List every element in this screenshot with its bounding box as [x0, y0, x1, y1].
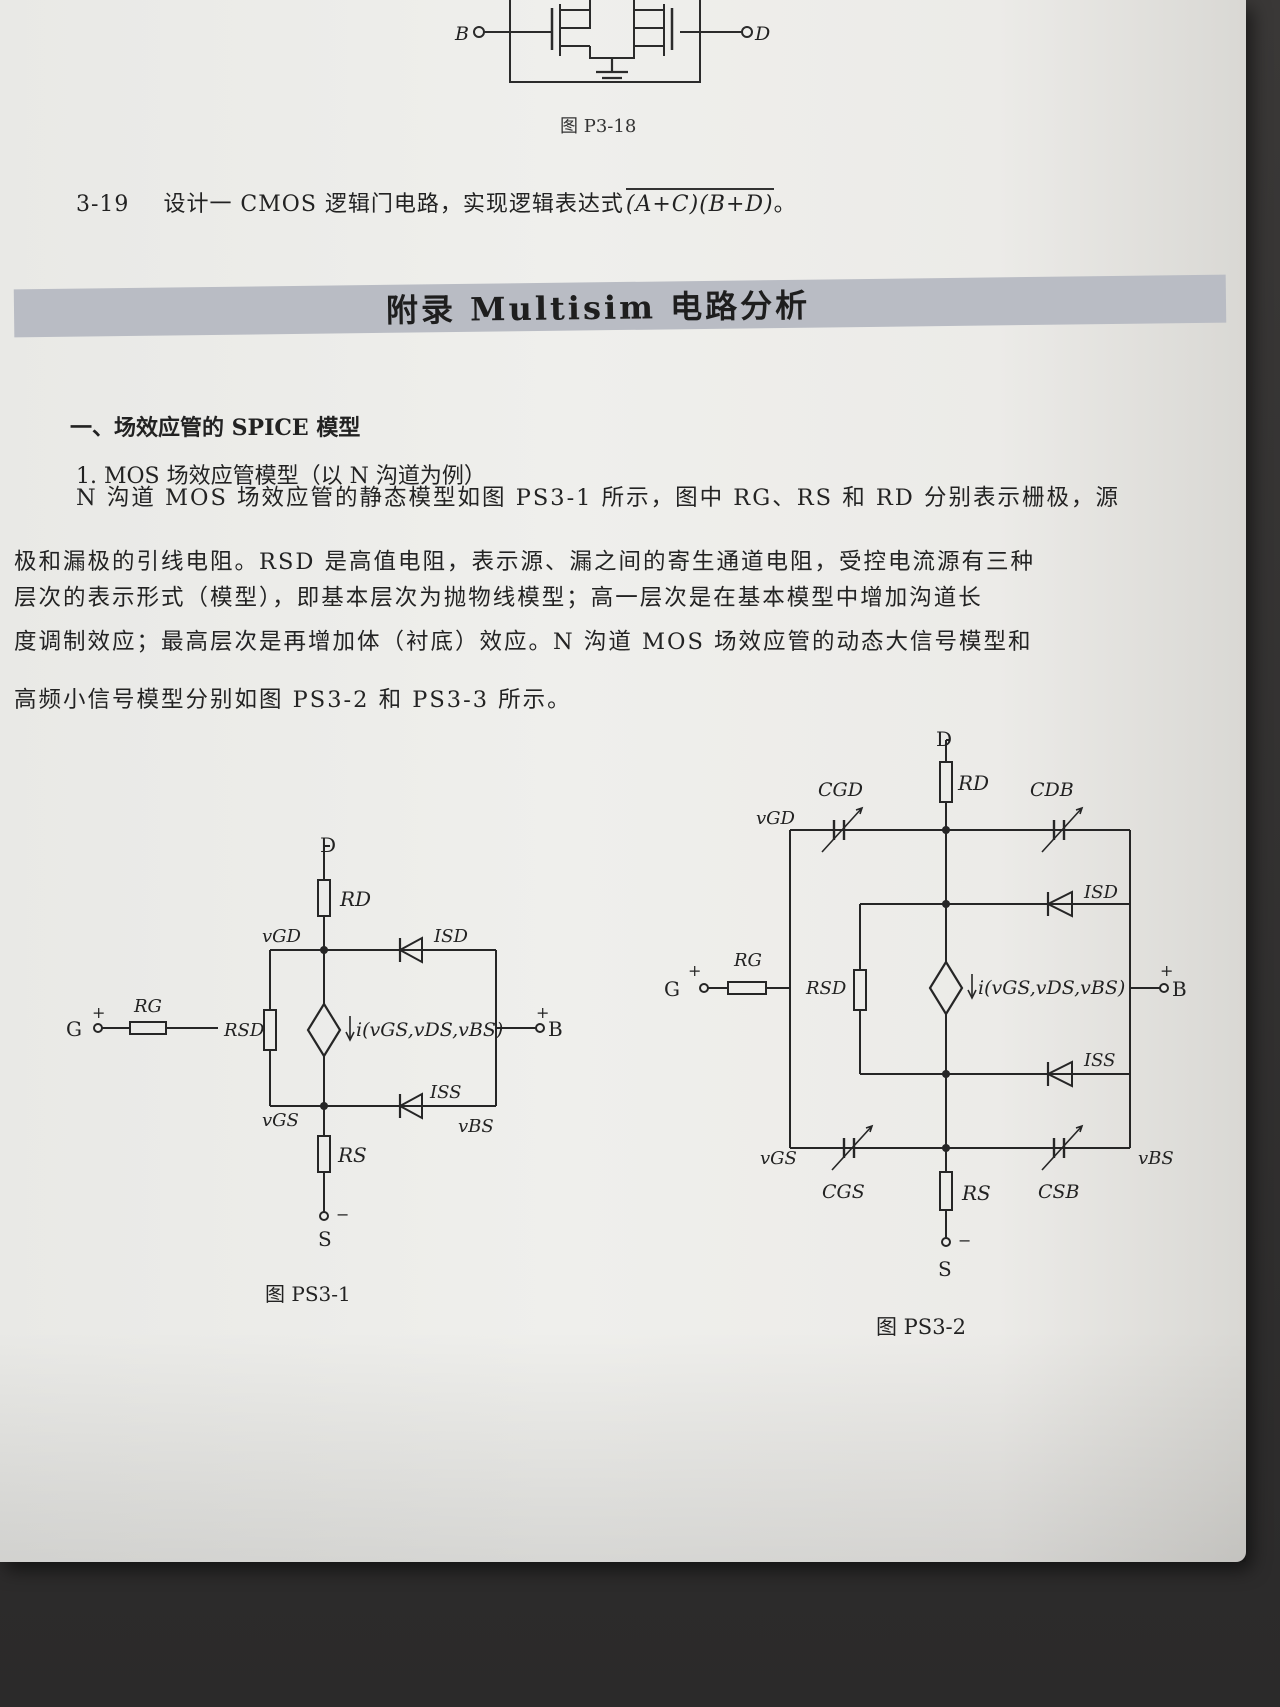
- ps3-2-g-plus: +: [688, 961, 701, 980]
- diode-iss: [1045, 1060, 1073, 1088]
- ps3-2-source-label: i(vGS,vDS,vBS): [978, 977, 1125, 999]
- problem-number: 3-19: [76, 192, 130, 217]
- paragraph-line: N 沟道 MOS 场效应管的静态模型如图 PS3-1 所示，图中 RG、RS 和…: [76, 485, 1120, 511]
- ps3-2-terminal-b: B: [1172, 977, 1187, 1001]
- node-dot: [942, 1144, 950, 1152]
- problem-text: 设计一 CMOS 逻辑门电路，实现逻辑表达式: [163, 192, 624, 217]
- capacitor-cgd: [832, 820, 846, 840]
- ps3-1-label-vbs: vBS: [458, 1116, 494, 1137]
- ps3-1-label-vgs: vGS: [262, 1110, 299, 1131]
- ps3-2-label-vgd: vGD: [756, 808, 796, 829]
- book-page: [0, 0, 1246, 1562]
- paragraph-line: 度调制效应；最高层次是再增加体（衬底）效应。N 沟道 MOS 场效应管的动态大信…: [14, 629, 1033, 655]
- paragraph-line: 极和漏极的引线电阻。RSD 是高值电阻，表示源、漏之间的寄生通道电阻，受控电流源…: [14, 549, 1036, 575]
- ps3-2-s-minus: −: [958, 1231, 971, 1250]
- ps3-1-label-rg: RG: [133, 996, 162, 1017]
- ps3-1-terminal-g: G: [66, 1017, 82, 1041]
- ps3-1-label-vgd: vGD: [262, 926, 302, 947]
- diode-isd: [1045, 890, 1073, 918]
- capacitor-cgs: [842, 1138, 856, 1158]
- ps3-2-terminal-s: S: [938, 1257, 952, 1281]
- resistor-rd: [939, 761, 953, 803]
- ps3-2-label-iss: ISS: [1083, 1050, 1115, 1071]
- capacitor-csb: [1052, 1138, 1066, 1158]
- ps3-2-label-vgs: vGS: [760, 1148, 797, 1169]
- controlled-source: [928, 959, 964, 1017]
- ps3-1-terminal-d: D: [320, 833, 336, 857]
- subsection-heading: 1. MOS 场效应管模型（以 N 沟道为例）: [76, 464, 486, 489]
- ps3-2-label-rg: RG: [733, 950, 762, 971]
- resistor-rs: [939, 1171, 953, 1211]
- node-dot: [942, 900, 950, 908]
- capacitor-cdb: [1052, 820, 1066, 840]
- node-dot: [942, 1070, 950, 1078]
- ps3-2-label-vbs: vBS: [1138, 1148, 1174, 1169]
- node-dot: [942, 826, 950, 834]
- ps3-1-b-plus: +: [536, 1003, 549, 1022]
- paragraph-line: 高频小信号模型分别如图 PS3-2 和 PS3-3 所示。: [14, 687, 572, 713]
- ps3-2-terminal-d: D: [936, 727, 952, 751]
- ps3-1-source-label: i(vGS,vDS,vBS): [356, 1019, 503, 1041]
- ps3-2-label-rsd: RSD: [805, 978, 847, 999]
- ps3-1-terminal-s: S: [318, 1227, 332, 1251]
- ps3-1-label-rsd: RSD: [223, 1020, 265, 1041]
- ps3-1-label-rd: RD: [339, 887, 371, 911]
- fig-p3-18-terminal-b: B: [454, 23, 469, 45]
- ps3-1-label-isd: ISD: [433, 926, 468, 947]
- ps3-1-s-minus: −: [336, 1205, 349, 1224]
- paragraph-line: 层次的表示形式（模型），即基本层次为抛物线模型；高一层次是在基本模型中增加沟道长: [14, 585, 983, 611]
- resistor-rg: [727, 981, 767, 995]
- resistor-rsd: [853, 969, 867, 1011]
- ps3-2-b-plus: +: [1160, 961, 1173, 980]
- fig-ps3-1-caption: 图 PS3-1: [265, 1282, 351, 1306]
- ps3-2-label-csb: CSB: [1038, 1181, 1080, 1203]
- ps3-1-label-rs: RS: [337, 1143, 367, 1167]
- node-dot: [320, 1102, 328, 1110]
- ps3-2-label-cgd: CGD: [818, 779, 863, 801]
- ps3-2-label-rs: RS: [961, 1181, 991, 1205]
- problem-end: 。: [773, 192, 797, 217]
- ps3-2-label-isd: ISD: [1083, 882, 1118, 903]
- fig-p3-18-terminal-d: D: [754, 23, 770, 45]
- ps3-2-terminal-g: G: [664, 977, 680, 1001]
- fig-p3-18-caption: 图 P3-18: [560, 116, 637, 137]
- fig-ps3-2-caption: 图 PS3-2: [876, 1315, 967, 1339]
- diode-isd: [397, 936, 423, 964]
- ps3-2-label-cgs: CGS: [822, 1181, 865, 1203]
- section-heading: 一、场效应管的 SPICE 模型: [70, 415, 361, 441]
- logic-expression: (A+C)(B+D): [625, 188, 774, 217]
- problem-3-19: 3-19 设计一 CMOS 逻辑门电路，实现逻辑表达式(A+C)(B+D)。: [76, 186, 797, 218]
- ps3-1-g-plus: +: [92, 1003, 105, 1022]
- ps3-1-label-iss: ISS: [429, 1082, 461, 1103]
- ps3-2-label-cdb: CDB: [1030, 779, 1074, 801]
- ps3-2-label-rd: RD: [957, 771, 989, 795]
- diode-iss: [397, 1092, 423, 1120]
- ps3-1-terminal-b: B: [548, 1017, 563, 1041]
- node-dot: [320, 946, 328, 954]
